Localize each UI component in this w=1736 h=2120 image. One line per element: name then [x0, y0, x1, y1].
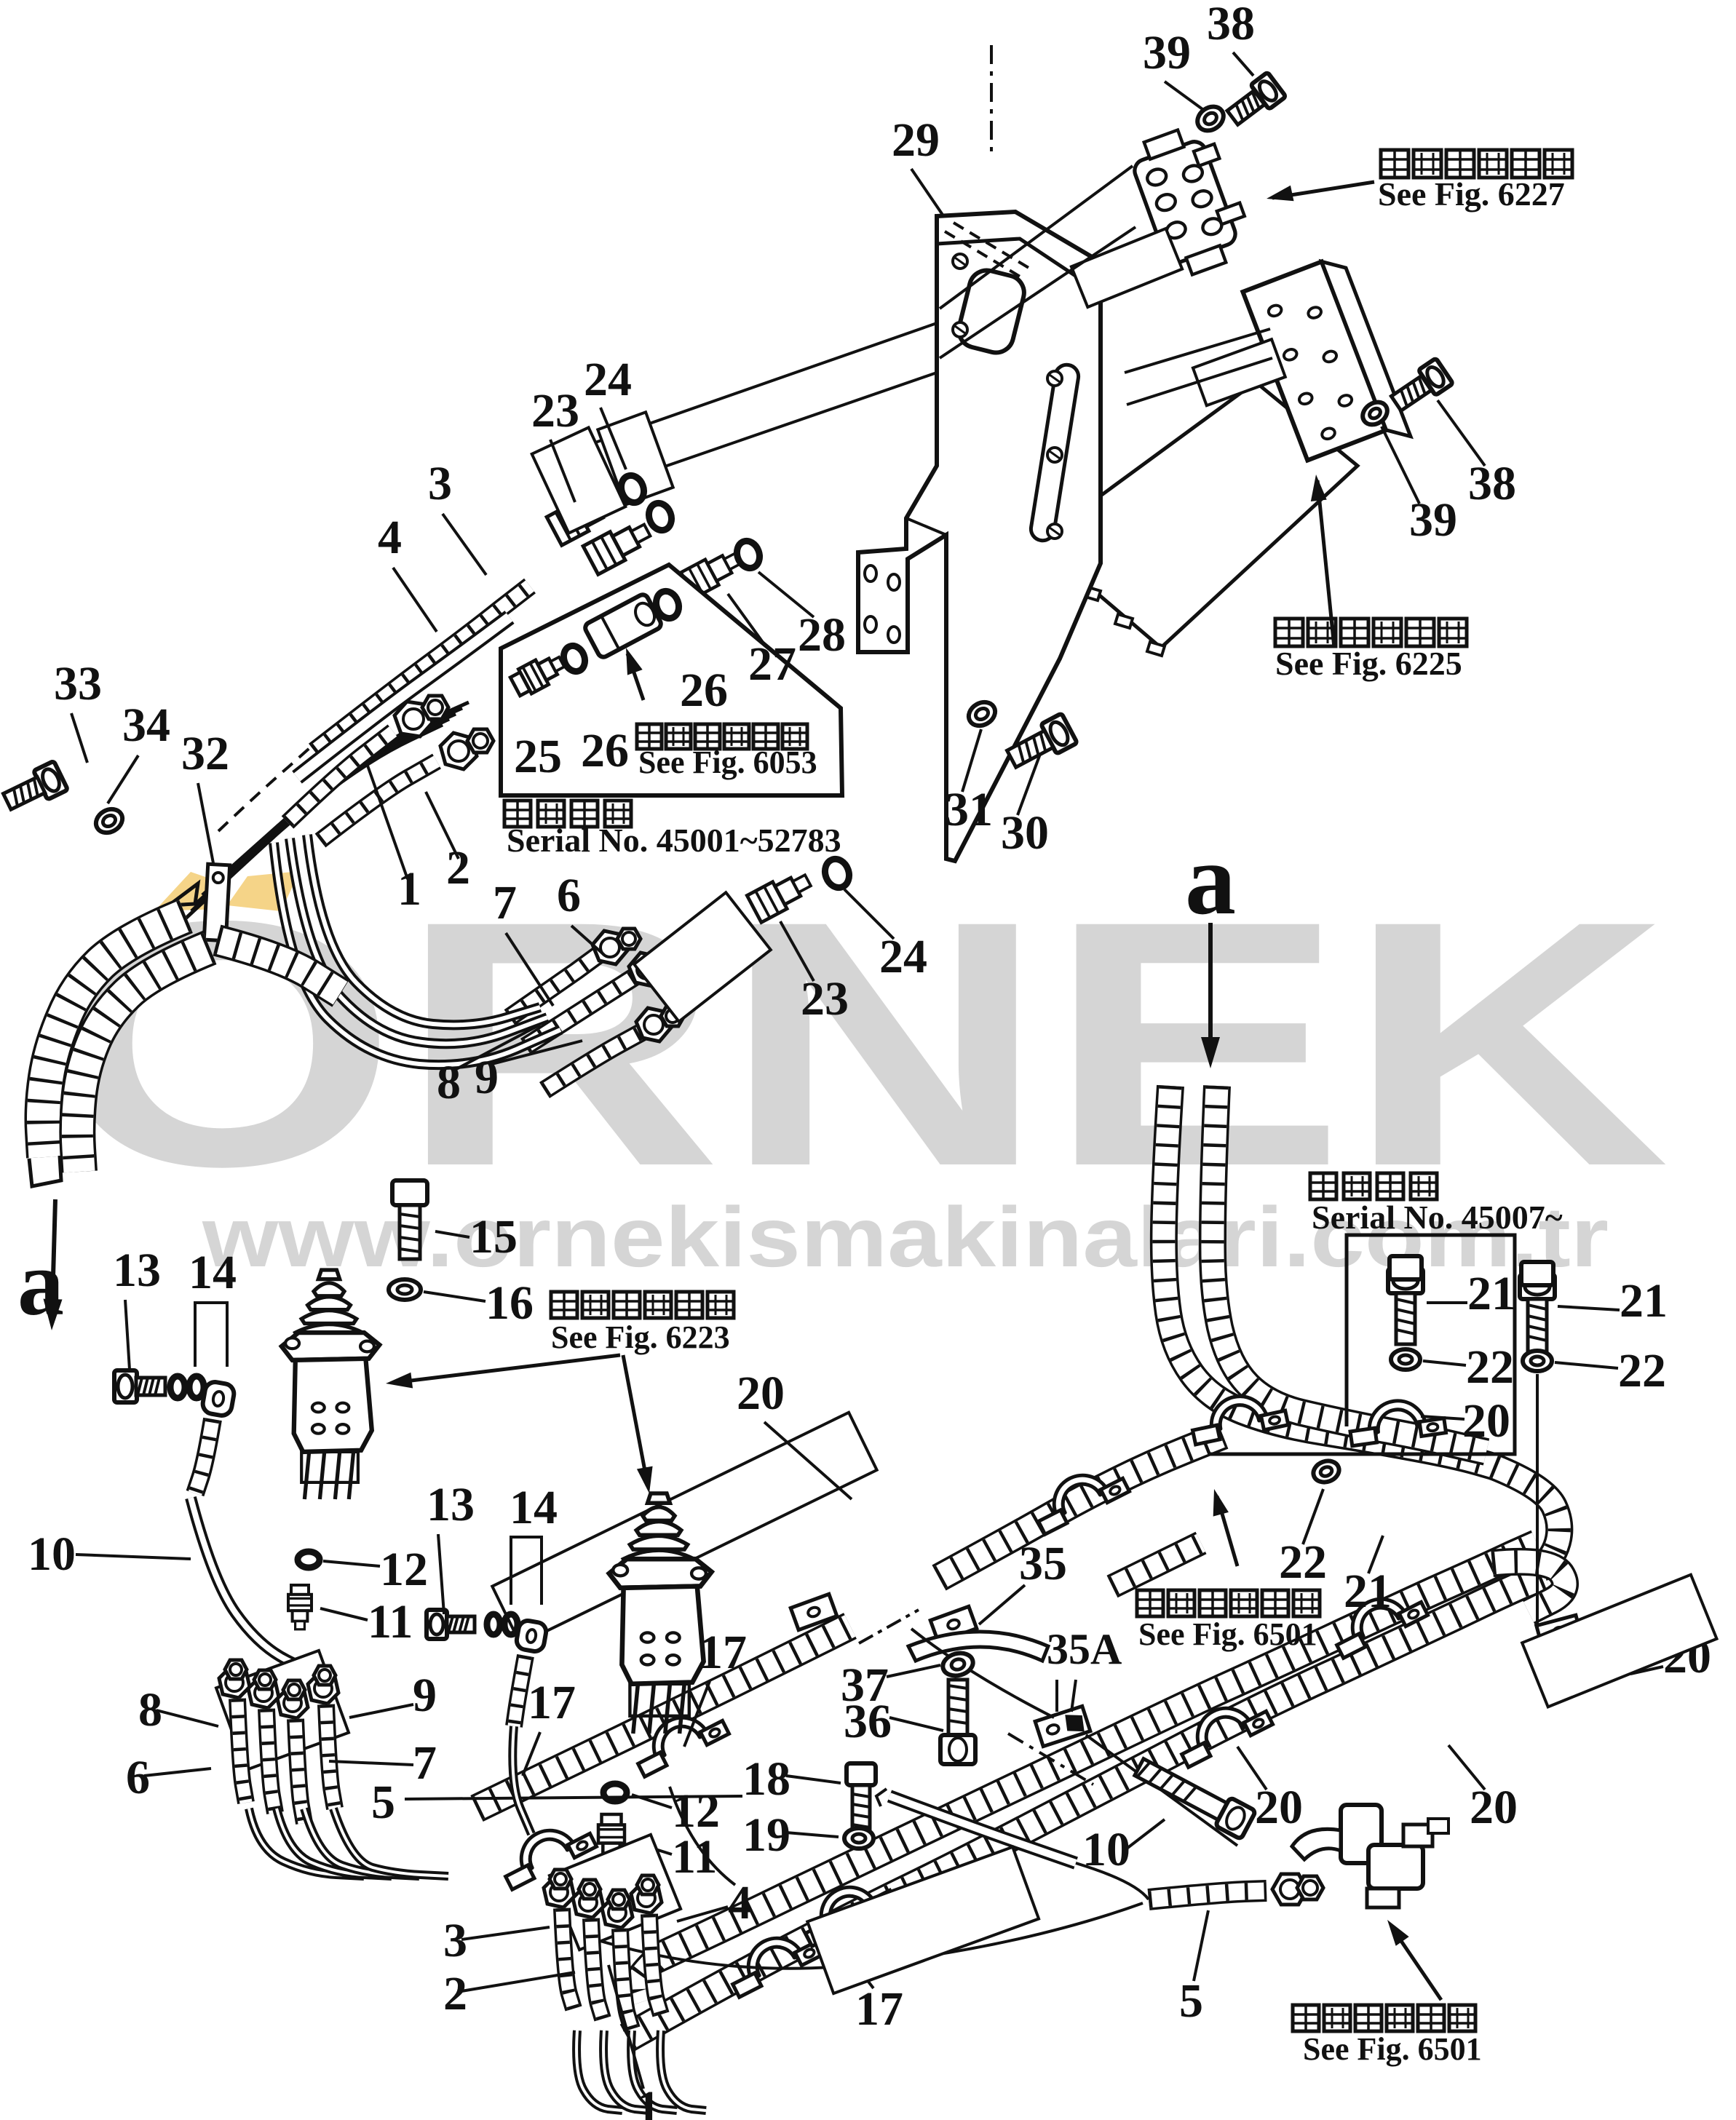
- svg-text:38: 38: [1468, 457, 1516, 510]
- svg-text:19: 19: [742, 1809, 790, 1862]
- svg-text:20: 20: [1255, 1781, 1303, 1834]
- svg-text:See Fig. 6223: See Fig. 6223: [551, 1319, 730, 1355]
- svg-text:14: 14: [189, 1246, 237, 1299]
- svg-text:21: 21: [1620, 1274, 1668, 1327]
- svg-text:Serial No. 45001~52783: Serial No. 45001~52783: [507, 822, 841, 859]
- svg-text:See Fig. 6227: See Fig. 6227: [1378, 175, 1565, 213]
- svg-text:30: 30: [1001, 806, 1049, 859]
- svg-text:22: 22: [1279, 1536, 1327, 1589]
- svg-text:25: 25: [514, 730, 562, 783]
- svg-text:9: 9: [475, 1051, 499, 1104]
- svg-text:2: 2: [446, 841, 470, 894]
- svg-text:See Fig. 6053: See Fig. 6053: [638, 745, 817, 780]
- svg-text:35: 35: [1019, 1537, 1067, 1590]
- svg-text:17: 17: [855, 1982, 903, 2036]
- svg-text:20: 20: [737, 1367, 785, 1420]
- svg-text:11: 11: [368, 1595, 413, 1648]
- svg-text:9: 9: [413, 1669, 437, 1722]
- svg-text:37: 37: [841, 1659, 889, 1712]
- svg-text:10: 10: [28, 1528, 76, 1581]
- svg-text:20: 20: [1462, 1394, 1510, 1448]
- svg-text:17: 17: [699, 1626, 747, 1679]
- svg-text:1: 1: [397, 862, 421, 916]
- svg-text:See Fig. 6225: See Fig. 6225: [1275, 645, 1462, 682]
- svg-text:38: 38: [1207, 0, 1255, 50]
- svg-text:13: 13: [427, 1478, 475, 1531]
- svg-text:See Fig. 6501: See Fig. 6501: [1303, 2031, 1482, 2067]
- svg-text:ORNEK: ORNEK: [49, 848, 1670, 1239]
- svg-text:2: 2: [443, 1967, 467, 2020]
- svg-text:7: 7: [413, 1736, 437, 1790]
- svg-text:14: 14: [510, 1481, 558, 1534]
- svg-text:21: 21: [1344, 1565, 1392, 1618]
- svg-text:a: a: [1185, 823, 1236, 936]
- svg-text:32: 32: [181, 727, 229, 780]
- svg-text:1: 1: [636, 2081, 660, 2120]
- svg-text:5: 5: [371, 1776, 395, 1829]
- svg-text:33: 33: [54, 657, 102, 710]
- svg-text:31: 31: [945, 783, 993, 836]
- svg-text:26: 26: [680, 664, 728, 717]
- svg-text:39: 39: [1409, 493, 1457, 547]
- svg-text:7: 7: [493, 876, 517, 929]
- svg-text:24: 24: [584, 353, 632, 406]
- svg-text:See Fig. 6501: See Fig. 6501: [1138, 1616, 1317, 1652]
- svg-text:23: 23: [801, 972, 849, 1025]
- svg-text:22: 22: [1618, 1344, 1666, 1397]
- svg-text:a: a: [17, 1231, 64, 1335]
- svg-text:21: 21: [1467, 1267, 1515, 1320]
- svg-text:18: 18: [742, 1752, 790, 1806]
- svg-text:39: 39: [1143, 26, 1191, 79]
- svg-text:34: 34: [122, 699, 170, 752]
- svg-text:13: 13: [113, 1244, 161, 1297]
- svg-text:4: 4: [728, 1876, 752, 1929]
- svg-text:24: 24: [879, 930, 927, 983]
- svg-text:6: 6: [557, 869, 581, 922]
- svg-text:4: 4: [378, 511, 402, 564]
- svg-text:36: 36: [844, 1695, 892, 1748]
- svg-text:17: 17: [528, 1676, 576, 1729]
- svg-text:10: 10: [1082, 1823, 1130, 1876]
- svg-text:29: 29: [892, 114, 940, 167]
- svg-text:6: 6: [126, 1751, 150, 1804]
- svg-text:26: 26: [581, 724, 629, 777]
- svg-text:35A: 35A: [1047, 1625, 1122, 1673]
- svg-text:3: 3: [428, 457, 452, 510]
- svg-text:15: 15: [469, 1210, 518, 1263]
- svg-text:22: 22: [1466, 1341, 1514, 1394]
- svg-text:12: 12: [380, 1543, 428, 1596]
- svg-text:20: 20: [1470, 1781, 1518, 1834]
- svg-text:Serial No. 45007~: Serial No. 45007~: [1312, 1199, 1563, 1236]
- svg-text:27: 27: [748, 638, 796, 691]
- svg-text:5: 5: [1179, 1974, 1203, 2028]
- svg-text:23: 23: [531, 384, 579, 437]
- svg-text:28: 28: [798, 608, 846, 662]
- svg-text:8: 8: [437, 1056, 461, 1109]
- svg-text:16: 16: [485, 1277, 534, 1330]
